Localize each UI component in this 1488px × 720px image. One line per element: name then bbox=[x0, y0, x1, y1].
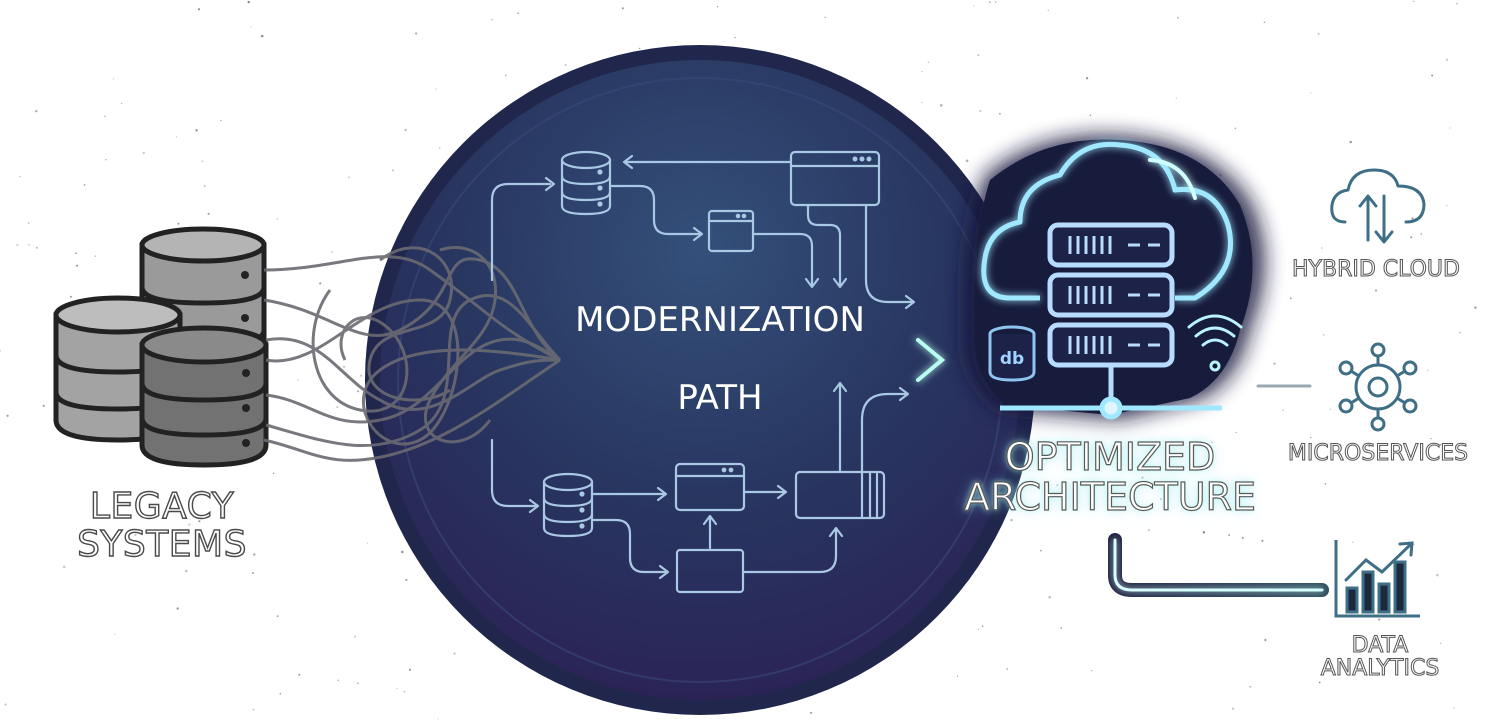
server-rack-icon bbox=[1000, 222, 1222, 420]
data-analytics-icon bbox=[1334, 540, 1420, 618]
optimized-architecture-label: OPTIMIZED ARCHITECTURE bbox=[960, 435, 1260, 519]
top-window-icon bbox=[789, 150, 881, 207]
data-analytics-label: DATA ANALYTICS bbox=[1290, 633, 1470, 682]
modernization-path-label-line1: MODERNIZATION bbox=[575, 300, 865, 340]
legacy-label-line1: LEGACY bbox=[89, 486, 235, 527]
modernization-circle bbox=[365, 45, 1035, 715]
legacy-label-line2: SYSTEMS bbox=[76, 523, 247, 565]
legacy-database-icon bbox=[53, 226, 269, 468]
top-database-icon bbox=[560, 150, 612, 216]
wifi-icon bbox=[1187, 314, 1243, 372]
bottom-database-icon bbox=[542, 472, 594, 538]
optimized-label-line1: OPTIMIZED bbox=[1004, 435, 1216, 479]
feature-connectors bbox=[1108, 210, 1329, 597]
data-analytics-label-line2: ANALYTICS bbox=[1320, 656, 1440, 682]
db-badge-icon: db bbox=[988, 325, 1036, 382]
microservices-icon bbox=[1338, 342, 1418, 432]
tangled-wires bbox=[263, 245, 562, 462]
optimized-label-line2: ARCHITECTURE bbox=[963, 474, 1256, 519]
legacy-cylinder-front bbox=[139, 325, 269, 468]
small-window-icon bbox=[707, 209, 755, 253]
data-analytics-label-line1: DATA bbox=[1351, 633, 1409, 658]
hybrid-cloud-icon bbox=[1330, 168, 1426, 244]
db-badge-label: db bbox=[1000, 349, 1024, 369]
bottom-window-icon bbox=[674, 462, 746, 512]
modernization-arrow bbox=[560, 338, 946, 382]
cloud-server-icon bbox=[981, 141, 1234, 301]
legacy-systems-label: LEGACY SYSTEMS bbox=[62, 486, 262, 565]
hybrid-cloud-label: HYBRID CLOUD bbox=[1292, 257, 1461, 282]
modernization-path-label-line2: PATH bbox=[677, 378, 763, 418]
microservices-label: MICROSERVICES bbox=[1287, 441, 1469, 466]
flow-diagram bbox=[490, 150, 916, 594]
